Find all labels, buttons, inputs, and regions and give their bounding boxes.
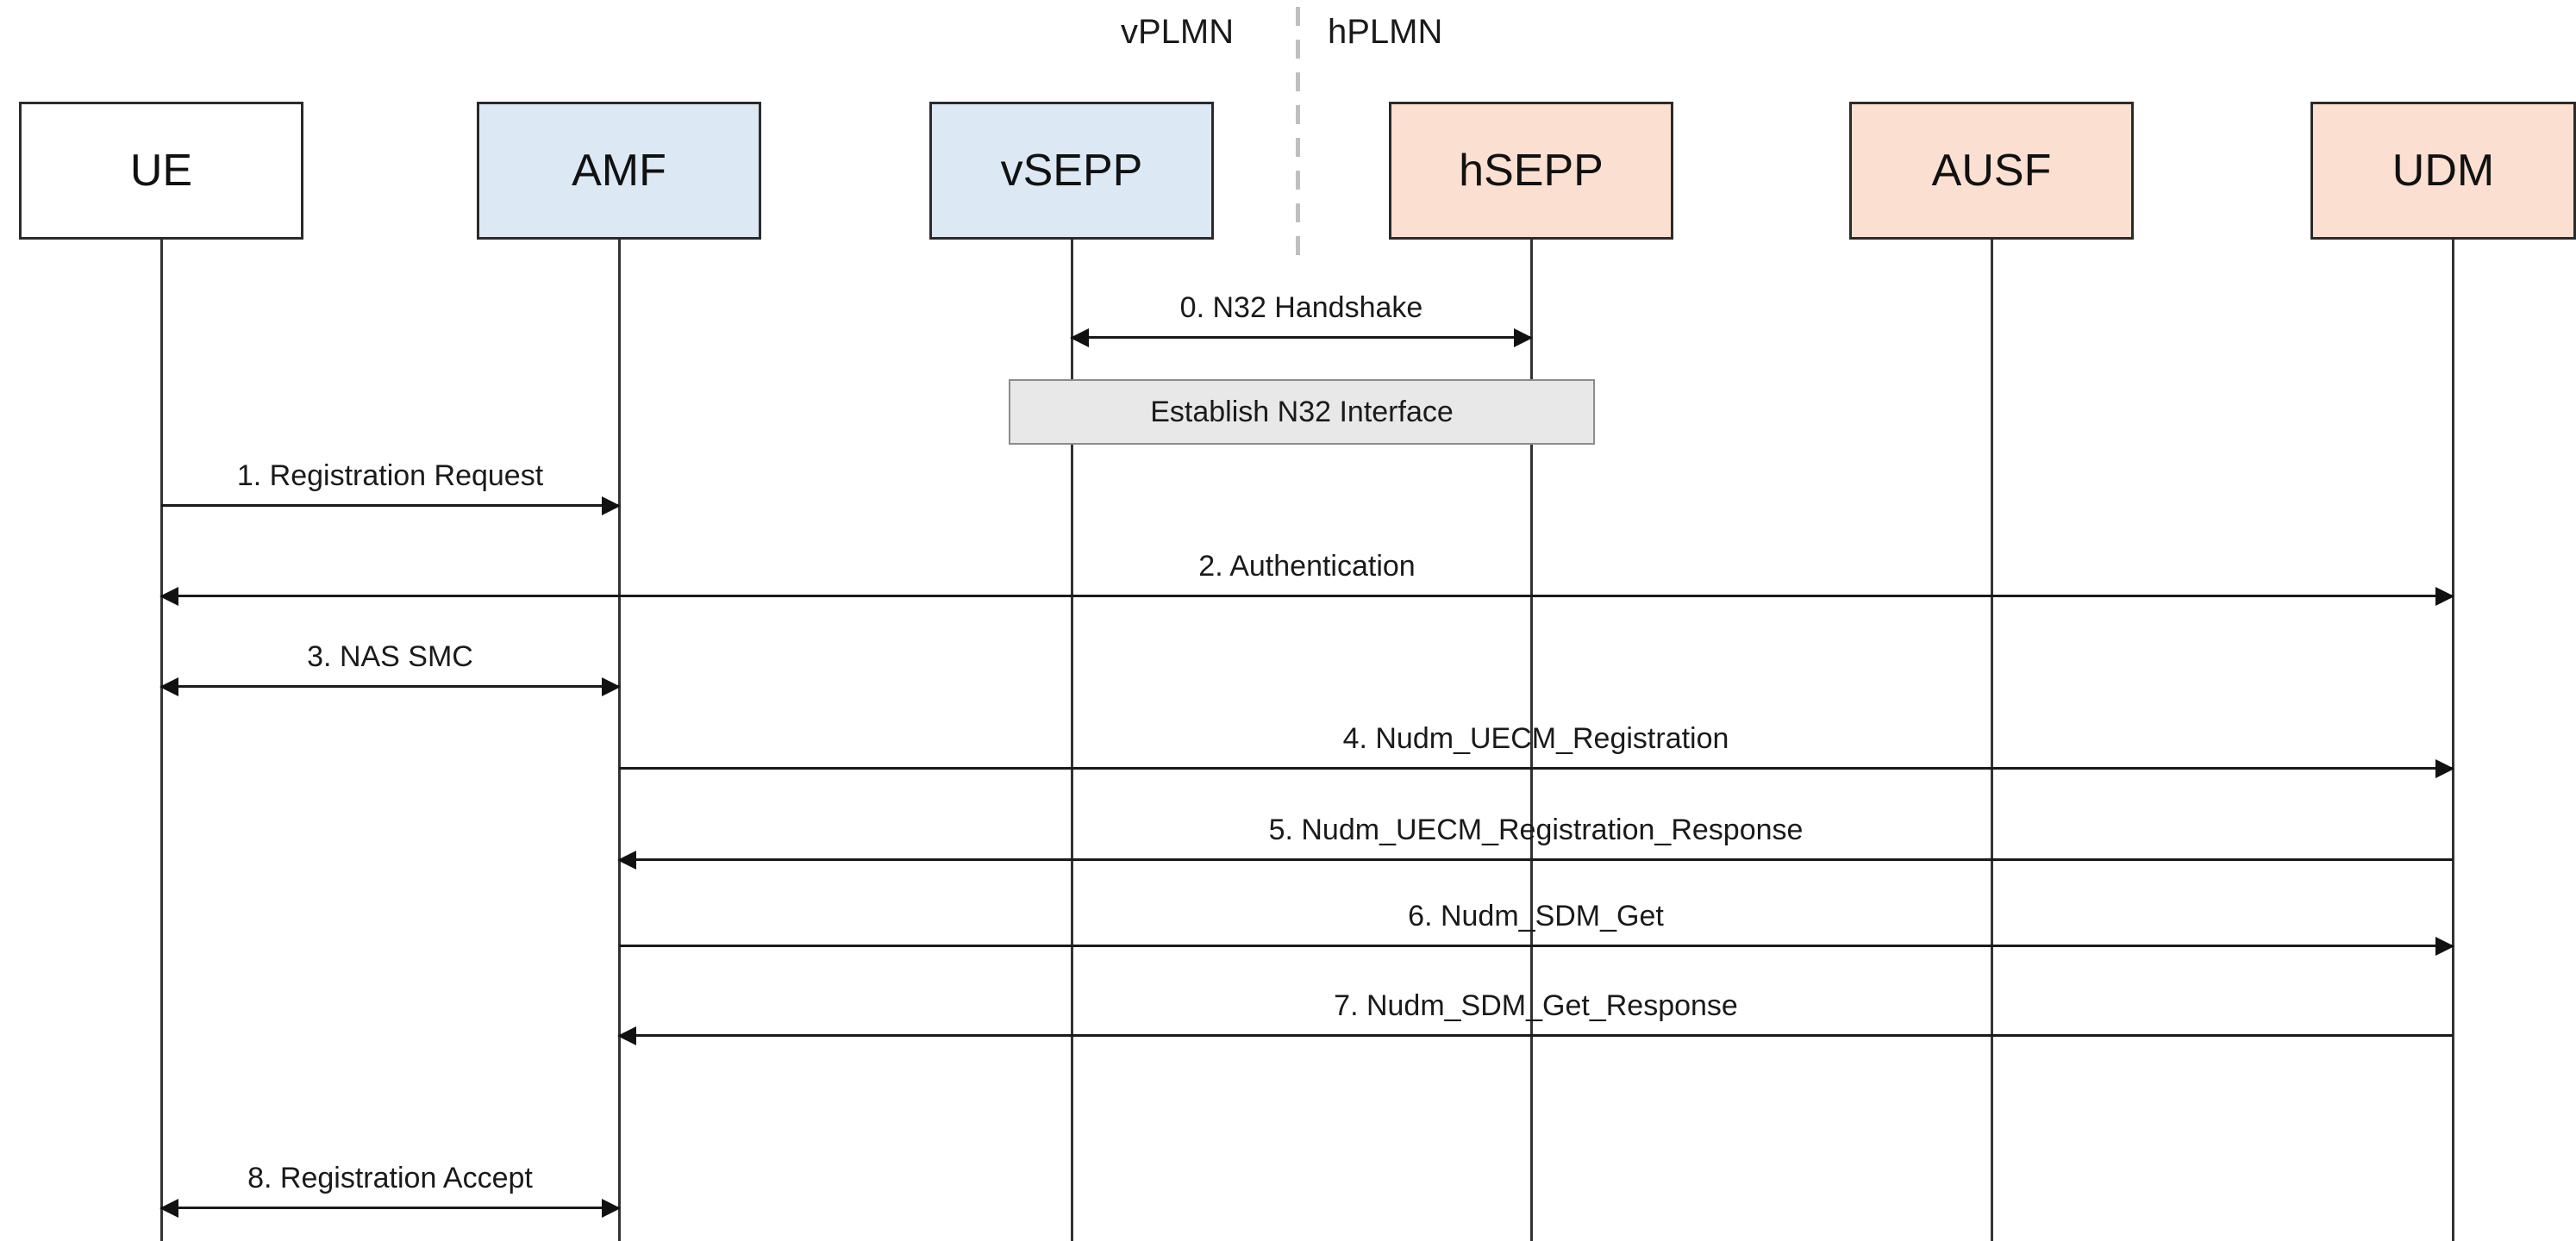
message-label-2: 2. Authentication (1198, 550, 1416, 583)
arrowhead-left-icon (159, 587, 178, 606)
vplmn-label: vPLMN (1121, 13, 1235, 51)
actor-box-hsepp[interactable]: hSEPP (1389, 102, 1673, 240)
note-establish-n32: Establish N32 Interface (1009, 379, 1595, 445)
message-label-1: 1. Registration Request (236, 459, 544, 492)
lifeline-udm (2452, 240, 2454, 1241)
arrowhead-left-icon (159, 677, 178, 696)
arrowhead-right-icon (602, 496, 621, 515)
message-line-2 (161, 595, 2453, 597)
arrowhead-right-icon (602, 1199, 621, 1218)
hplmn-label: hPLMN (1328, 13, 1443, 51)
actor-label-ausf: AUSF (1931, 146, 2052, 196)
actor-label-udm: UDM (2392, 146, 2495, 196)
message-line-1 (161, 504, 619, 507)
actor-box-vsepp[interactable]: vSEPP (929, 102, 1214, 240)
arrowhead-right-icon (602, 677, 621, 696)
actor-label-hsepp: hSEPP (1459, 146, 1604, 196)
message-label-6: 6. Nudm_SDM_Get (1408, 900, 1664, 932)
arrowhead-left-icon (159, 1199, 178, 1218)
lifeline-vsepp (1071, 240, 1073, 1241)
arrowhead-right-icon (2435, 587, 2454, 606)
lifeline-ausf (1991, 240, 1993, 1241)
lifeline-ue (160, 240, 163, 1241)
message-label-4: 4. Nudm_UECM_Registration (1342, 722, 1729, 755)
actor-label-ue: UE (129, 146, 193, 196)
message-line-3 (161, 685, 619, 688)
arrowhead-left-icon (617, 1026, 636, 1045)
lifeline-amf (618, 240, 621, 1241)
message-label-7: 7. Nudm_SDM_Get_Response (1334, 989, 1738, 1022)
actor-box-ausf[interactable]: AUSF (1849, 102, 2134, 240)
message-line-8 (161, 1207, 619, 1209)
arrowhead-right-icon (2435, 937, 2454, 956)
lifeline-hsepp (1530, 240, 1533, 1241)
actor-box-ue[interactable]: UE (19, 102, 303, 240)
arrowhead-right-icon (2435, 759, 2454, 778)
message-line-6 (619, 945, 2453, 947)
message-line-4 (619, 767, 2453, 770)
message-line-7 (619, 1034, 2453, 1037)
actor-box-amf[interactable]: AMF (477, 102, 761, 240)
actor-label-amf: AMF (572, 146, 666, 196)
message-line-5 (619, 858, 2453, 861)
message-label-5: 5. Nudm_UECM_Registration_Response (1268, 814, 1804, 846)
plmn-boundary-divider (1296, 7, 1300, 257)
message-label-8: 8. Registration Accept (247, 1162, 533, 1194)
actor-box-udm[interactable]: UDM (2310, 102, 2576, 240)
actor-label-vsepp: vSEPP (1000, 146, 1143, 196)
message-line-0 (1072, 336, 1531, 339)
message-label-3: 3. NAS SMC (307, 640, 473, 673)
arrowhead-right-icon (1514, 328, 1533, 347)
note-establish-n32-label: Establish N32 Interface (1150, 395, 1454, 428)
message-label-0: 0. N32 Handshake (1179, 291, 1423, 324)
arrowhead-left-icon (1070, 328, 1089, 347)
arrowhead-left-icon (617, 851, 636, 870)
